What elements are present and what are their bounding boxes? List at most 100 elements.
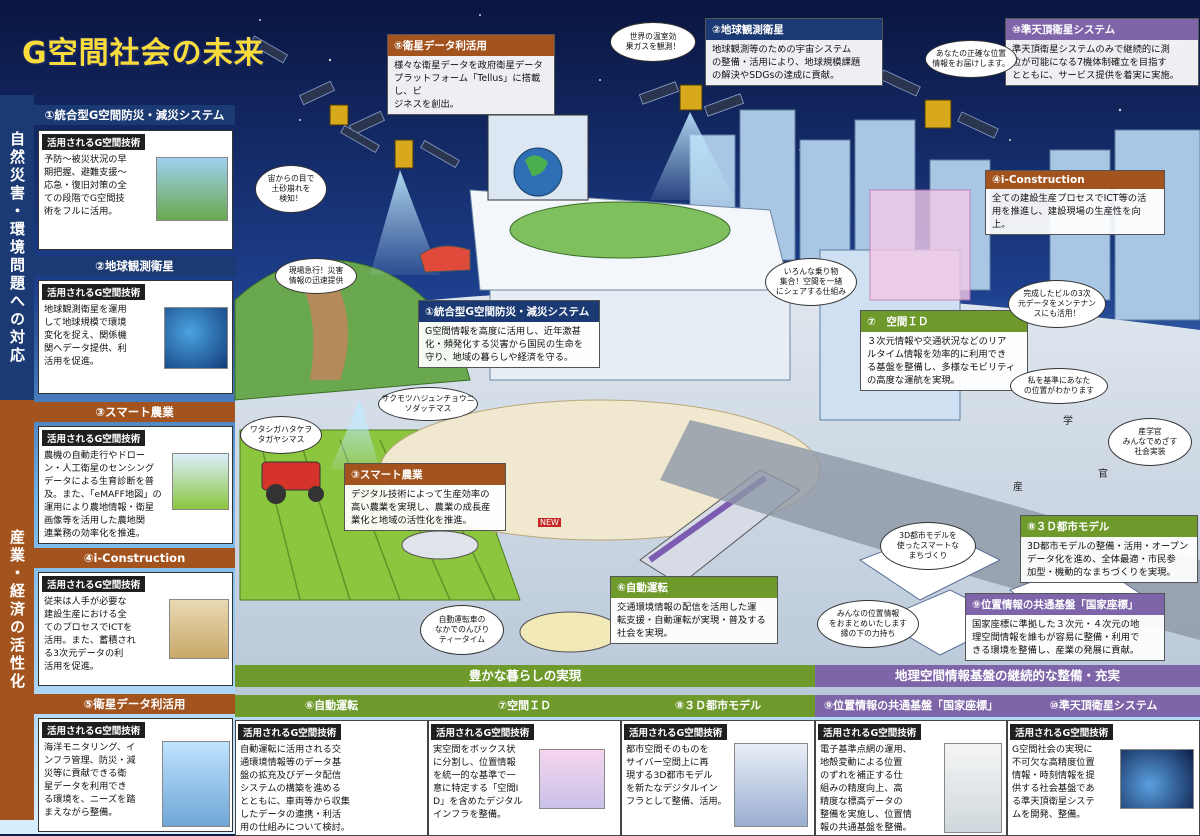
callout-text: 3D都市モデルの整備・活用・オープン データ化を進め、全体最適・市民参 加型・機… [1027,541,1189,578]
bubble-industry-academia: 産学官 みんなでめざす 社会実装 [1108,418,1192,466]
bubble-landslide-detection: 宙からの目で 土砂崩れを 検知！ [255,165,327,213]
callout-space-id: ⑦ 空間ＩＤ ３次元情報や交通状況などのリア ルタイム情報を効率的に利用でき る… [860,310,1028,391]
cell-text: G空間社会の実現に 不可欠な高精度位置 情報・時刻情報を提 供する社会基盤であ … [1012,744,1095,820]
section-iconst-panel: 活用されるG空間技術 従来は人手が必要な 建設生産における全 てのプロセスでIC… [38,572,233,686]
callout-head: ⑤衛星データ利活用 [388,35,554,56]
section-disaster-head: ①統合型G空間防災・減災システム [34,105,235,125]
section-text: 従来は人手が必要な 建設生産における全 てのプロセスでICTを 活用。また、蓄積… [44,596,136,672]
bottom-head-spaceid: ⑦空間ＩＤ [428,695,621,717]
construction-image [169,599,229,659]
bottom-cell-3dcity: 活用されるG空間技術 都市空間そのものを サイバー空間上に再 現する3D都市モデ… [621,720,815,836]
bubble-autonomous-tea: 自動運転車の なかでのんびり ティータイム [420,605,504,655]
bubble-building-3d-data: 完成したビルの3次 元データをメンテナン スにも活用！ [1008,280,1106,328]
spaceid-image [539,749,605,809]
tech-label: 活用されるG空間技術 [1010,724,1114,740]
callout-text: 準天頂衛星システムのみで継続的に測 位が可能になる7機体制確立を目指す とともに… [1012,44,1180,81]
bubble-crops-growing: サクモツハジュンチョウニ ソダッテマス [378,387,478,421]
section-text: 予防〜被災状況の早 期把握、避難支援〜 応急・復旧対策の全 ての段階でG空間技 … [44,154,127,217]
band-geospatial-infra: 地理空間情報基盤の継続的な整備・充実 [815,665,1200,687]
bubble-mobility-share: いろんな乗り物 集合！空間を一緒 にシェアする仕組み [765,258,857,306]
3dcity-image [734,743,808,827]
callout-disaster: ①統合型G空間防災・減災システム G空間情報を高度に活用し、近年激甚 化・頻発化… [418,300,600,368]
callout-head: ⑨位置情報の共通基盤「国家座標」 [966,594,1164,615]
callout-text: G空間情報を高度に活用し、近年激甚 化・頻発化する災害から国民の生命を 守り、地… [425,326,584,363]
bottom-head-3dcity: ⑧３Ｄ都市モデル [621,695,815,717]
callout-satellite-data: ⑤衛星データ利活用 様々な衛星データを政府衛星データ プラットフォーム「Tell… [387,34,555,115]
section-satdata-head: ⑤衛星データ利活用 [34,694,235,714]
callout-head: ④i-Construction [986,171,1164,189]
callout-text: デジタル技術によって生産効率の 高い農業を実現し、農業の成長産 業化と地域の活性… [351,489,491,526]
bubble-greenhouse-gas: 世界の温室効 果ガスを観測！ [610,22,696,62]
section-text: 海洋モニタリング、イ ンフラ管理、防災・減 災等に貢献できる衛 星データを利用で… [44,742,136,818]
sign-government: 官 [1098,469,1108,480]
callout-head: ⑦ 空間ＩＤ [861,311,1027,332]
farm-image [172,453,229,510]
bottom-head-qzss: ⑩準天頂衛星システム [1007,695,1200,717]
bubble-precise-position: あなたの正確な位置 情報をお届けします。 [925,40,1017,78]
callout-autonomous-driving: ⑥自動運転 交通環境情報の配信を活用した運 転支援・自動運転が実現・普及する 社… [610,576,778,644]
cell-text: 実空間をボックス状 に分割し、位置情報 を統一的な基準で一 意に特定する「空間I… [433,744,523,820]
sign-academia: 学 [1063,416,1073,427]
bubble-smart-city: 3D都市モデルを 使ったスマートな まちづくり [880,522,976,570]
bubble-position-aggregation: みんなの位置情報 をおまとめいたします 縁の下の力持ち [817,600,919,648]
gnss-station-image [944,743,1002,833]
satellite-image [164,307,228,369]
bottom-cell-qzss: 活用されるG空間技術 G空間社会の実現に 不可欠な高精度位置 情報・時刻情報を提… [1007,720,1200,836]
bottom-head-coordinates: ⑨位置情報の共通基盤「国家座標」 [815,695,1007,717]
qzss-image [1120,749,1194,809]
cell-text: 電子基準点網の運用、 地殻変動による位置 のずれを補正する仕 組みの精度向上、高… [820,744,912,833]
tech-label: 活用されるG空間技術 [431,724,535,740]
tech-label: 活用されるG空間技術 [42,576,146,592]
bubble-disaster-info: 現場急行！災害 情報の迅速提供 [275,258,357,294]
callout-smart-farming: ③スマート農業 デジタル技術によって生産効率の 高い農業を実現し、農業の成長産 … [344,463,506,531]
tech-label: 活用されるG空間技術 [624,724,728,740]
section-text: 地球観測衛星を運用 して地球規模で環境 変化を捉え、関係機 関へデータ提供、利 … [44,304,127,367]
tech-label: 活用されるG空間技術 [42,430,146,446]
tech-label: 活用されるG空間技術 [42,134,146,150]
section-disaster-panel: 活用されるG空間技術 予防〜被災状況の早 期把握、避難支援〜 応急・復旧対策の全… [38,130,233,250]
band-industry: 産業・経済の活性化 [0,400,34,820]
section-satdata-panel: 活用されるG空間技術 海洋モニタリング、イ ンフラ管理、防災・減 災等に貢献でき… [38,718,233,832]
section-earth-head: ②地球観測衛星 [34,256,235,276]
band-environment: 自然災害・環境問題への対応 [0,95,34,400]
callout-head: ⑩準天頂衛星システム [1006,19,1198,40]
callout-head: ②地球観測衛星 [706,19,882,40]
band-rich-life: 豊かな暮らしの実現 [235,665,815,687]
callout-text: 交通環境情報の配信を活用した運 転支援・自動運転が実現・普及する 社会を実現。 [617,602,766,639]
callout-text: 全ての建設生産プロセスでICT等の活 用を推進し、建設現場の生産性を向上。 [992,193,1147,230]
bottom-head-autodrive: ⑥自動運転 [235,695,428,717]
callout-head: ③スマート農業 [345,464,505,485]
section-text: 農機の自動走行やドロー ン・人工衛星のセンシング データによる生育診断を普 及。… [44,450,162,539]
bubble-tractor: ワタシガハタケヲ タガヤシマス [240,416,322,454]
callout-head: ⑥自動運転 [611,577,777,598]
sign-new: NEW [538,518,561,527]
bottom-cell-coordinates: 活用されるG空間技術 電子基準点網の運用、 地殻変動による位置 のずれを補正する… [815,720,1007,836]
section-farm-panel: 活用されるG空間技術 農機の自動走行やドロー ン・人工衛星のセンシング データに… [38,426,233,544]
cell-text: 自動運転に活用される交 通環境情報等のデータ基 盤の拡充及びデータ配信 システム… [240,744,350,833]
section-farm-head: ③スマート農業 [34,402,235,422]
callout-qzss: ⑩準天頂衛星システム 準天頂衛星システムのみで継続的に測 位が可能になる7機体制… [1005,18,1199,86]
section-iconst-head: ④i-Construction [34,548,235,568]
disaster-image [156,157,228,221]
tech-label: 活用されるG空間技術 [42,722,146,738]
page-title: G空間社会の未来 [22,36,265,71]
callout-i-construction: ④i-Construction 全ての建設生産プロセスでICT等の活 用を推進し… [985,170,1165,235]
callout-text: ３次元情報や交通状況などのリア ルタイム情報を効率的に利用でき る基盤を整備し、… [867,336,1016,386]
bottom-cell-autodrive: 活用されるG空間技術 自動運転に活用される交 通環境情報等のデータ基 盤の拡充及… [235,720,428,836]
callout-text: 地球観測等のための宇宙システム の整備・活用により、地球規模課題 の解決やSDG… [712,44,861,81]
bubble-reference-point: 私を基準にあなた の位置がわかります [1010,368,1108,404]
section-earth-panel: 活用されるG空間技術 地球観測衛星を運用 して地球規模で環境 変化を捉え、関係機… [38,280,233,394]
sign-industry: 産 [1013,482,1023,493]
callout-text: 国家座標に準拠した３次元・４次元の地 理空間情報を誰もが容易に整備・利用で きる… [972,619,1140,656]
callout-head: ⑧３Ｄ都市モデル [1021,516,1197,537]
callout-text: 様々な衛星データを政府衛星データ プラットフォーム「Tellus」に搭載し、ビ … [394,60,543,110]
tech-label: 活用されるG空間技術 [818,724,922,740]
tech-label: 活用されるG空間技術 [238,724,342,740]
satdata-image [162,741,230,827]
callout-earth-observation: ②地球観測衛星 地球観測等のための宇宙システム の整備・活用により、地球規模課題… [705,18,883,86]
cell-text: 都市空間そのものを サイバー空間上に再 現する3D都市モデル を新たなデジタルイ… [626,744,727,807]
tech-label: 活用されるG空間技術 [42,284,146,300]
bottom-cell-spaceid: 活用されるG空間技術 実空間をボックス状 に分割し、位置情報 を統一的な基準で一… [428,720,621,836]
callout-head: ①統合型G空間防災・減災システム [419,301,599,322]
